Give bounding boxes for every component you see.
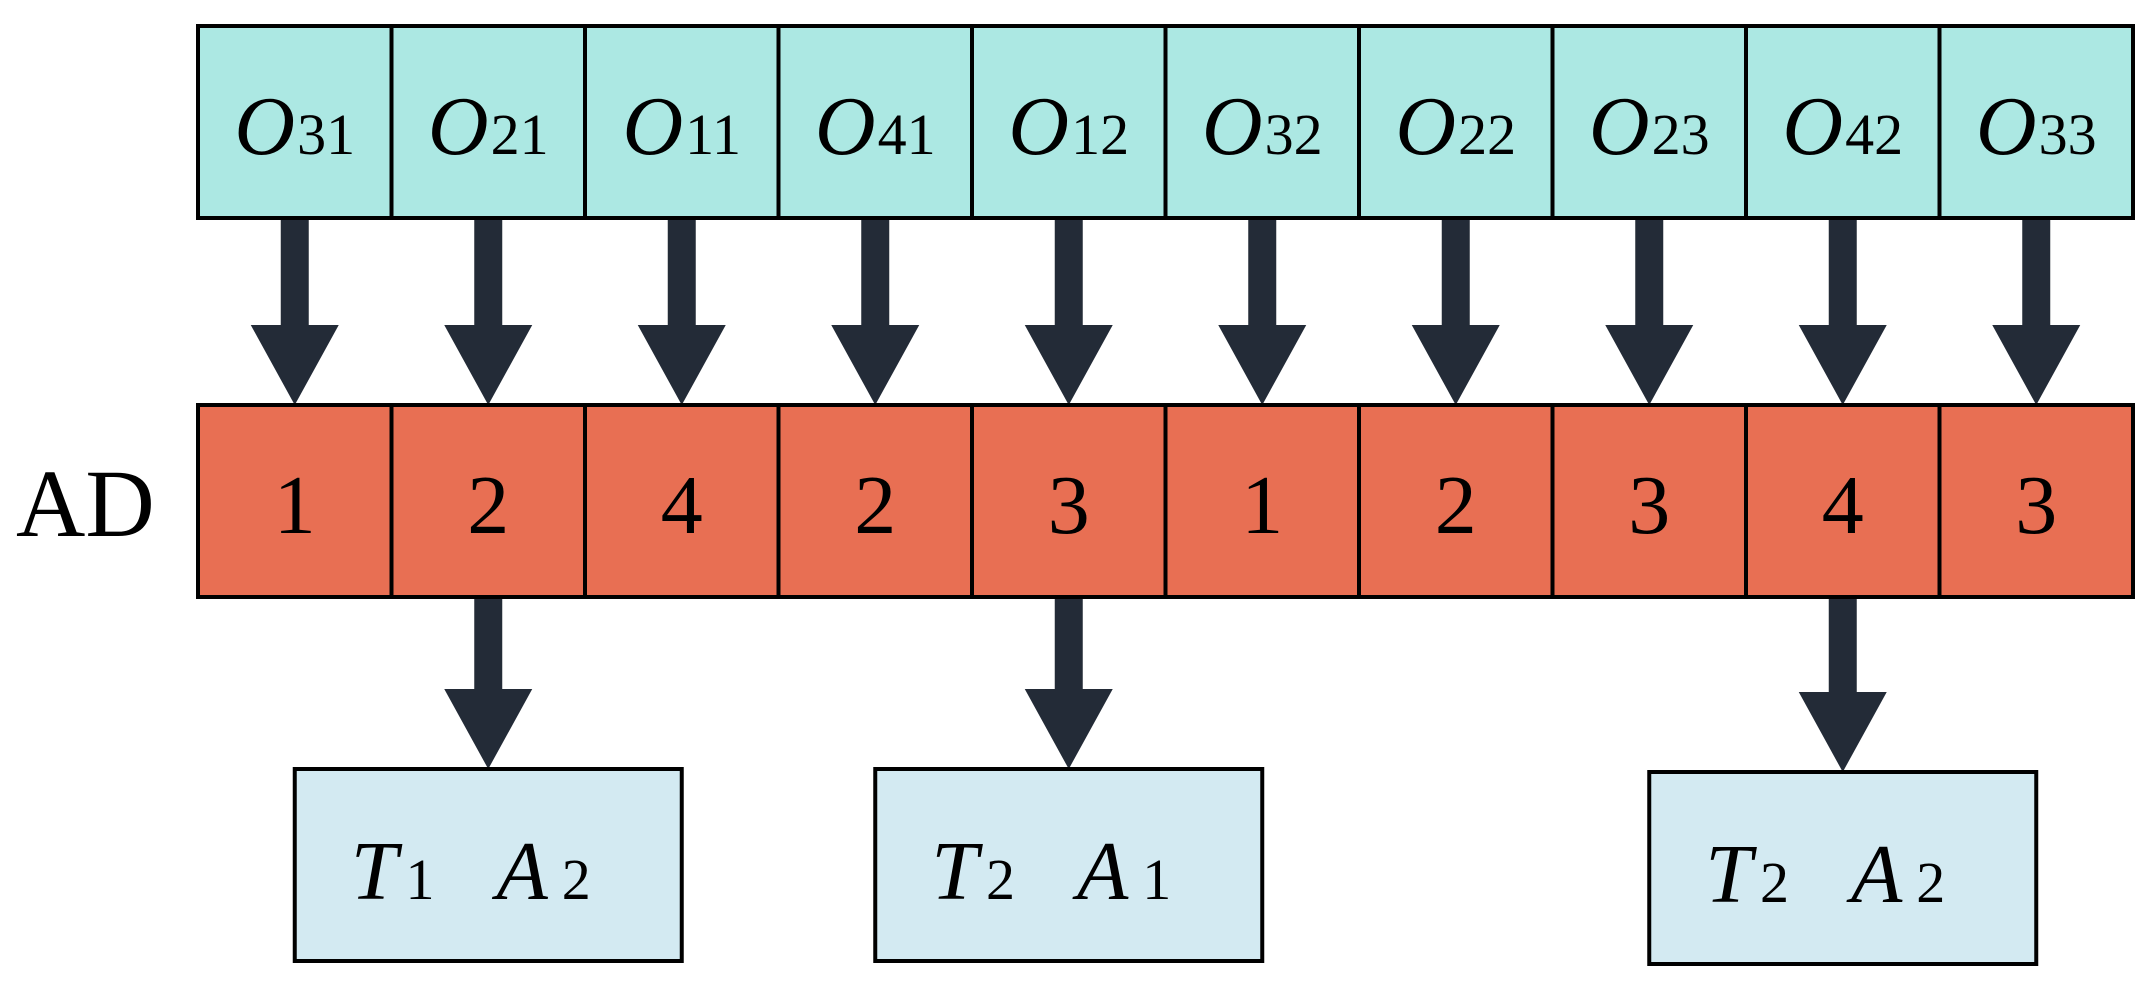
operation-label: O31 [234,80,355,173]
ad-value: 2 [1435,459,1477,552]
ad-value: 1 [1241,459,1283,552]
operation-label: O22 [1395,80,1516,173]
ad-value: 2 [467,459,509,552]
ad-row-label: AD [16,450,155,557]
operation-cell: O31 [196,24,394,220]
operation-cell: O42 [1744,24,1942,220]
ad-cell: 4 [583,403,781,599]
ad-cell: 3 [970,403,1168,599]
ad-cell: 1 [196,403,394,599]
down-arrow [1992,218,2081,405]
operation-cell: O41 [776,24,974,220]
operation-cell: O11 [583,24,781,220]
ad-row: 1 2 4 2 3 1 2 3 4 3 [196,403,2135,599]
down-arrow [1798,218,1887,405]
operation-label: O42 [1782,80,1903,173]
ad-cell: 3 [1937,403,2135,599]
ad-cell: 2 [776,403,974,599]
down-arrow [1218,218,1307,405]
ad-value: 3 [1628,459,1670,552]
output-arrow [444,597,533,769]
ad-value: 2 [854,459,896,552]
operation-label: O32 [1202,80,1323,173]
down-arrow [637,218,726,405]
operation-label: O11 [622,80,741,173]
operation-cell: O12 [970,24,1168,220]
down-arrow [444,218,533,405]
operation-label: O12 [1008,80,1129,173]
operation-row: O31 O21 O11 O41 O12 O32 O22 O23 O42 O33 [196,24,2135,220]
ad-value: 1 [274,459,316,552]
operation-label: O23 [1589,80,1710,173]
operation-cell: O33 [1937,24,2135,220]
output-arrow [1024,597,1113,769]
operation-label: O33 [1976,80,2097,173]
operation-label: O41 [815,80,936,173]
operation-cell: O22 [1357,24,1555,220]
ad-value: 3 [2015,459,2057,552]
down-arrow [1411,218,1500,405]
ad-cell: 2 [1357,403,1555,599]
down-arrow [831,218,920,405]
operation-cell: O23 [1550,24,1748,220]
output-arrow [1798,597,1887,772]
arrows-layer [250,218,2081,772]
operation-cell: O32 [1163,24,1361,220]
operation-cell: O21 [389,24,587,220]
ad-cell: 2 [389,403,587,599]
ad-value: 4 [661,459,703,552]
ad-cell: 4 [1744,403,1942,599]
ad-cell: 3 [1550,403,1748,599]
ad-value: 3 [1048,459,1090,552]
down-arrow [1024,218,1113,405]
operation-label: O21 [428,80,549,173]
down-arrow [1605,218,1694,405]
ad-cell: 1 [1163,403,1361,599]
down-arrow [250,218,339,405]
ad-value: 4 [1822,459,1864,552]
